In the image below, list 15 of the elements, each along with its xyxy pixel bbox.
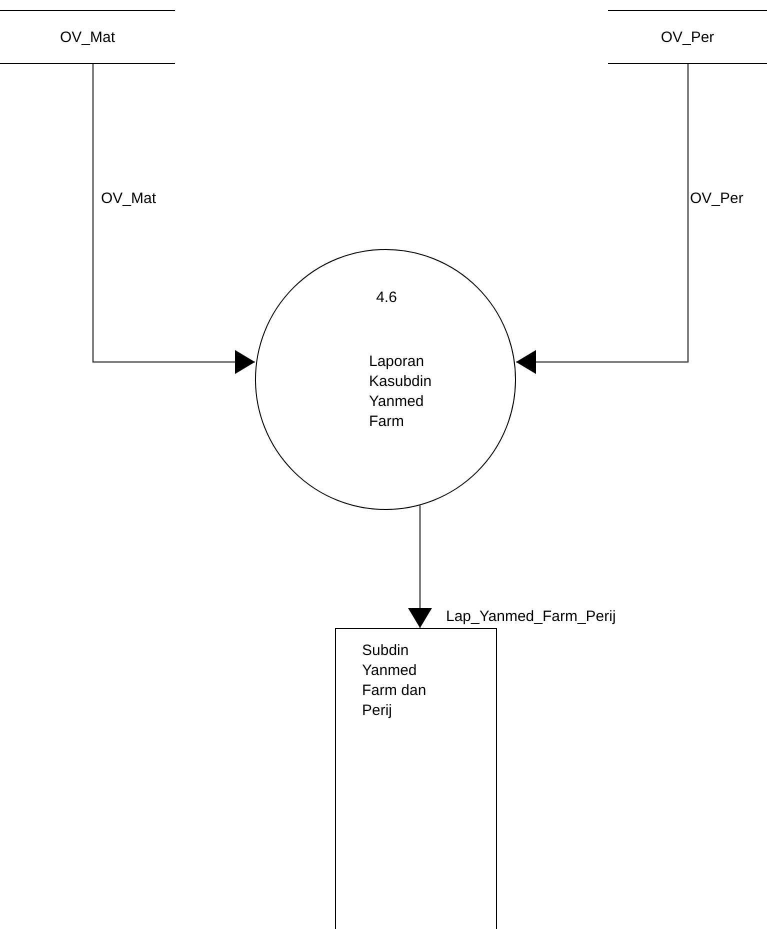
flow-arrow xyxy=(516,64,688,374)
edge-label: OV_Per xyxy=(690,190,744,208)
store-name: OV_Mat xyxy=(60,28,116,46)
flow-arrow xyxy=(408,504,432,628)
process-name: Laporan Kasubdin Yanmed Farm xyxy=(369,352,433,432)
process-circle xyxy=(255,249,516,510)
process-number: 4.6 xyxy=(375,288,398,308)
edge-label: Lap_Yanmed_Farm_Perij xyxy=(446,608,616,626)
data-store xyxy=(0,10,175,64)
external-entity-box xyxy=(335,628,497,929)
data-store xyxy=(608,10,767,64)
store-name: OV_Per xyxy=(660,28,714,46)
edge-label: OV_Mat xyxy=(101,190,156,208)
entity-name: Subdin Yanmed Farm dan Perij xyxy=(362,641,428,721)
flow-arrow xyxy=(92,64,256,374)
